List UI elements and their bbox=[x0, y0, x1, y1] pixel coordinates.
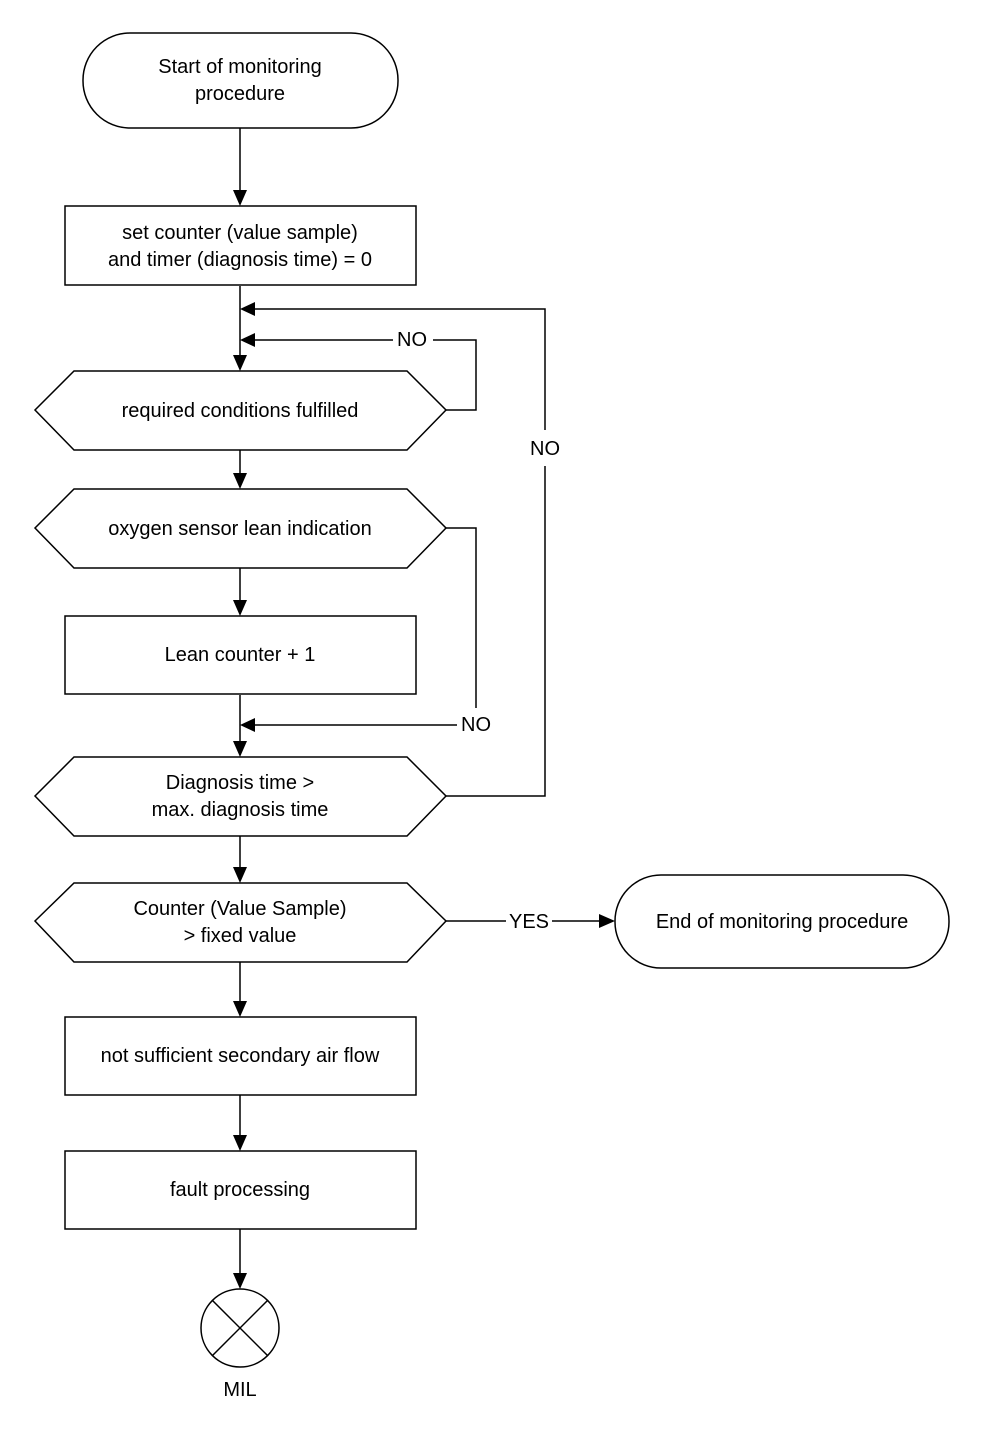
arrowhead bbox=[233, 1001, 247, 1017]
end-terminator: End of monitoring procedure bbox=[614, 874, 950, 969]
counter-check-decision: Counter (Value Sample) > fixed value bbox=[33, 882, 448, 963]
counter-check-shape bbox=[33, 882, 448, 963]
mil-label: MIL bbox=[223, 1379, 256, 1401]
edge-oxygen-no-down bbox=[446, 527, 477, 708]
arrowhead bbox=[240, 333, 255, 347]
lean-counter-label: Lean counter + 1 bbox=[165, 644, 316, 666]
lean-counter-shape bbox=[64, 615, 417, 695]
edge-diag-time-no-top bbox=[255, 308, 546, 430]
fault-label: fault processing bbox=[170, 1179, 310, 1201]
arrowhead bbox=[233, 1135, 247, 1151]
oxygen-label: oxygen sensor lean indication bbox=[108, 518, 372, 540]
mil-cross-line bbox=[211, 1299, 269, 1357]
edge-label-conditions-no: NO bbox=[397, 329, 427, 351]
arrowhead bbox=[233, 741, 247, 757]
conditions-shape bbox=[33, 370, 448, 451]
counter-check-label-line1: Counter (Value Sample) bbox=[133, 898, 346, 920]
reset-shape bbox=[64, 205, 417, 286]
start-label-line1: Start of monitoring bbox=[158, 56, 321, 78]
insufficient-process: not sufficient secondary air flow bbox=[64, 1016, 417, 1096]
insufficient-shape bbox=[64, 1016, 417, 1096]
fault-process: fault processing bbox=[64, 1150, 417, 1230]
fault-shape bbox=[64, 1150, 417, 1230]
end-label: End of monitoring procedure bbox=[656, 911, 908, 933]
arrowhead bbox=[240, 302, 255, 316]
counter-check-label-line2: > fixed value bbox=[184, 925, 297, 947]
reset-label-line2: and timer (diagnosis time) = 0 bbox=[108, 249, 372, 271]
oxygen-shape bbox=[33, 488, 448, 569]
arrowhead bbox=[233, 473, 247, 489]
start-label-line2: procedure bbox=[195, 83, 285, 105]
diag-time-decision: Diagnosis time > max. diagnosis time bbox=[33, 756, 448, 837]
edge-conditions-no-right bbox=[433, 339, 477, 411]
edge-label-oxygen-no: NO bbox=[461, 714, 491, 736]
connectors bbox=[233, 128, 615, 1289]
diag-time-label-line1: Diagnosis time > bbox=[166, 772, 314, 794]
arrowhead bbox=[599, 914, 615, 928]
arrowhead bbox=[233, 1273, 247, 1289]
conditions-decision: required conditions fulfilled bbox=[33, 370, 448, 451]
start-shape bbox=[82, 32, 399, 129]
arrowhead bbox=[233, 600, 247, 616]
diag-time-label-line2: max. diagnosis time bbox=[152, 799, 329, 821]
end-shape bbox=[614, 874, 950, 969]
conditions-label: required conditions fulfilled bbox=[122, 400, 359, 422]
diag-time-shape bbox=[33, 756, 448, 837]
arrowhead bbox=[233, 355, 247, 371]
mil-lamp-icon bbox=[200, 1288, 280, 1368]
lean-counter-process: Lean counter + 1 bbox=[64, 615, 417, 695]
arrowhead bbox=[240, 718, 255, 732]
oxygen-decision: oxygen sensor lean indication bbox=[33, 488, 448, 569]
reset-process: set counter (value sample) and timer (di… bbox=[64, 205, 417, 286]
insufficient-label: not sufficient secondary air flow bbox=[101, 1045, 380, 1067]
arrowhead bbox=[233, 190, 247, 206]
arrowhead bbox=[233, 867, 247, 883]
reset-label-line1: set counter (value sample) bbox=[122, 222, 358, 244]
edge-label-counter-yes: YES bbox=[509, 911, 549, 933]
edge-label-diag-time-no: NO bbox=[530, 438, 560, 460]
edge-diag-time-no-up bbox=[446, 466, 546, 797]
start-terminator: Start of monitoring procedure bbox=[82, 32, 399, 129]
